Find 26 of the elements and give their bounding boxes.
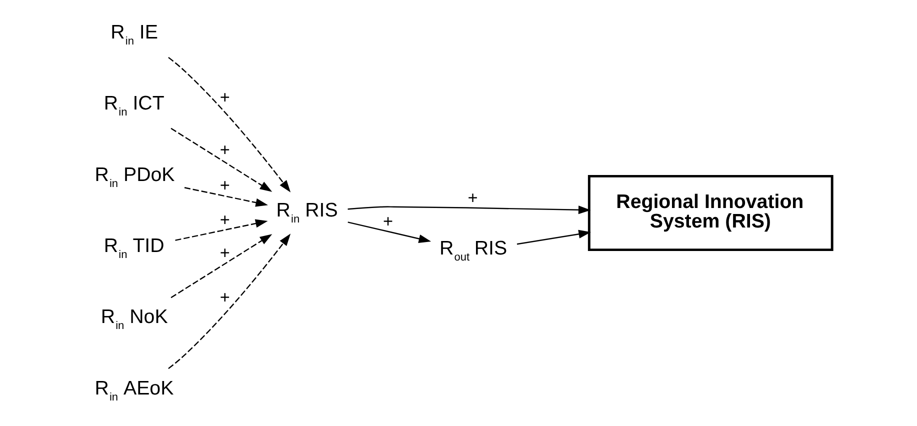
node-text: R$_{in}$ RIS [276,199,338,226]
node-text: R$_{out}$ RIS [439,237,508,264]
edge-label: + [383,210,394,231]
edge-label: + [220,175,230,196]
node-text: R$_{in}$ IE [110,22,158,48]
arrow [348,222,432,243]
arrow [170,234,272,298]
edge-label: + [220,86,230,107]
edge-label: + [220,286,230,307]
edge-label: + [220,140,230,160]
arrow [175,219,268,241]
node-box: Regional Innovation System (RIS) [588,174,834,252]
node-text: R$_{in}$ ICT [104,92,164,119]
node-text: R$_{in}$ NoK [100,306,168,332]
edge-label: + [468,187,478,208]
edge-label: + [220,242,230,263]
node-text: R$_{in}$ TID [104,235,164,262]
arrow [168,234,291,370]
arrow [184,187,268,207]
arrow [516,230,591,245]
arrow [348,206,591,214]
node-text: R$_{in}$ PDoK [94,164,175,190]
edge-label: + [220,210,230,230]
arrow [168,56,291,192]
node-text: R$_{in}$ AEoK [94,377,174,404]
arrow [170,128,272,192]
